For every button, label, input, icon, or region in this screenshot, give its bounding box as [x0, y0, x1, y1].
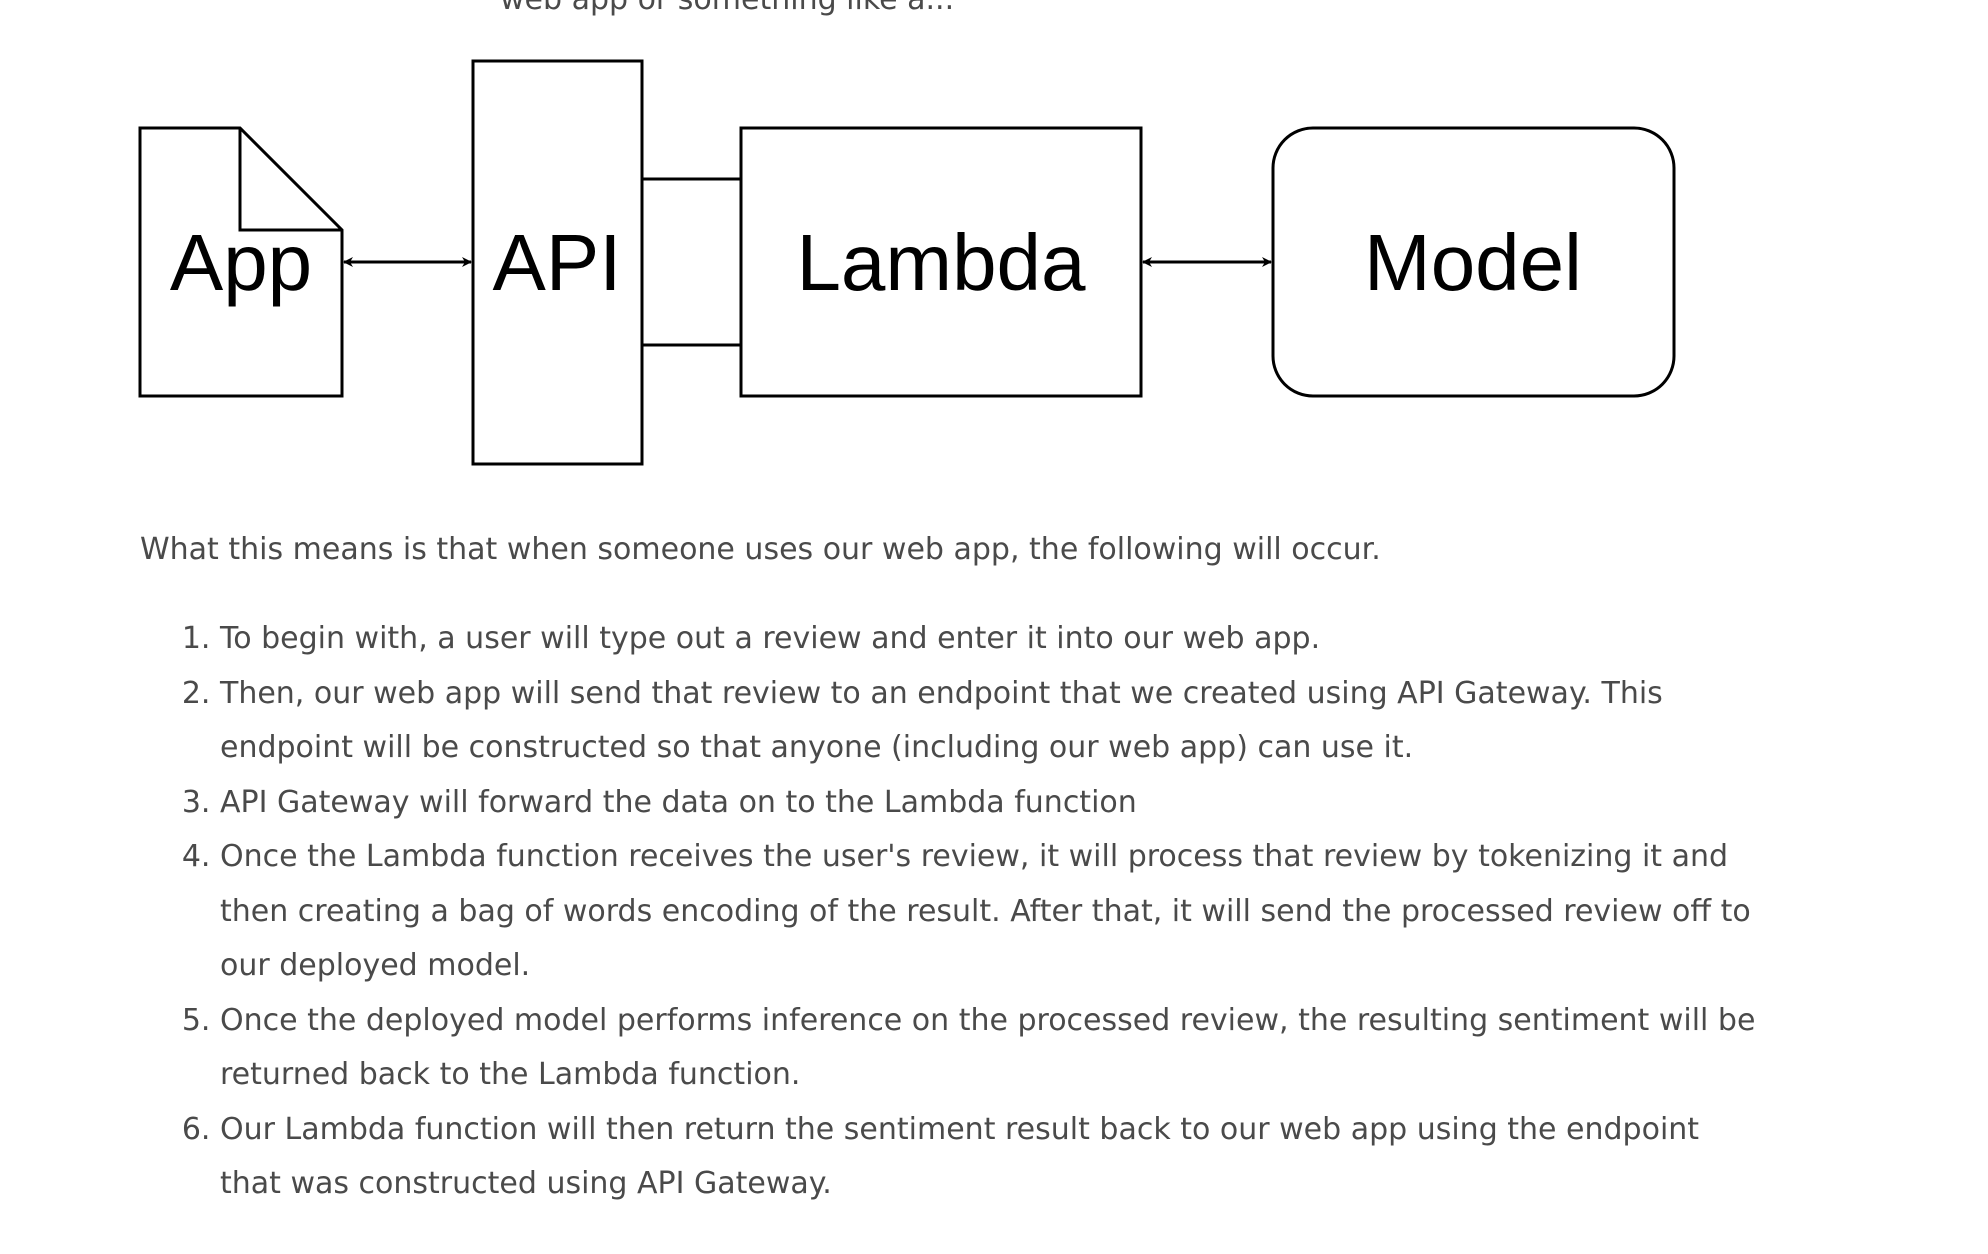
node-lambda-label: Lambda: [796, 218, 1086, 307]
architecture-diagram: App API Lambda Model: [138, 59, 1676, 466]
list-item: Once the deployed model performs inferen…: [220, 994, 1760, 1103]
app-document-fold: [238, 128, 342, 232]
node-api-box: [471, 59, 644, 466]
list-item: API Gateway will forward the data on to …: [220, 776, 1760, 831]
node-model-box: [1271, 126, 1676, 398]
list-item: To begin with, a user will type out a re…: [220, 612, 1760, 667]
list-item: Once the Lambda function receives the us…: [220, 830, 1760, 994]
list-item: Then, our web app will send that review …: [220, 667, 1760, 776]
node-app-label: App: [170, 218, 312, 307]
node-model-label: Model: [1364, 218, 1582, 307]
app-document-shape: [138, 126, 344, 398]
intro-paragraph: What this means is that when someone use…: [140, 532, 1381, 567]
node-api-label: API: [493, 218, 622, 307]
steps-list: To begin with, a user will type out a re…: [140, 612, 1760, 1212]
cut-off-text-line: web app or something like a...: [500, 0, 954, 17]
list-item: Our Lambda function will then return the…: [220, 1103, 1760, 1212]
node-lambda-box: [739, 126, 1143, 398]
